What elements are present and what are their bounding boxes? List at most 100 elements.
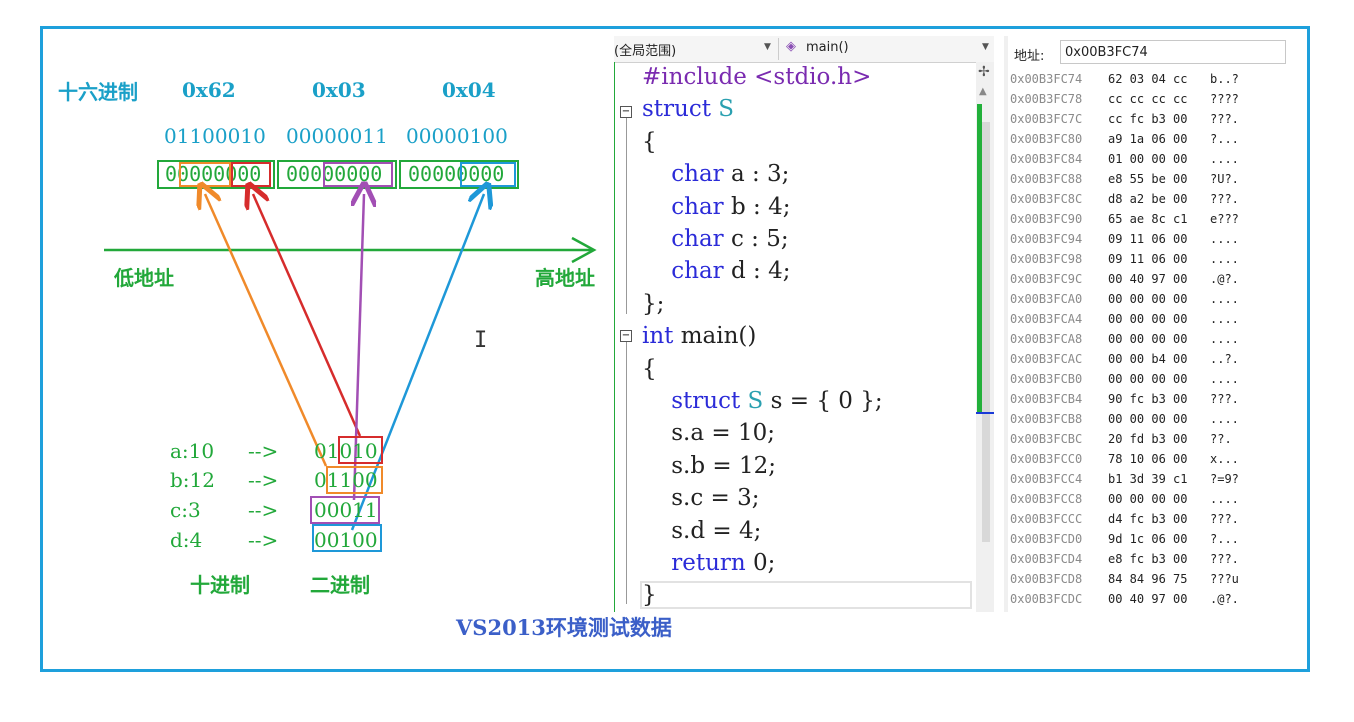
memory-row[interactable]: 0x00B3FC90 65 ae 8c c1 e??? xyxy=(1010,212,1286,230)
code-token: #include xyxy=(642,64,755,90)
code-line[interactable]: #include <stdio.h> xyxy=(642,64,871,90)
caret-position-marker xyxy=(976,412,994,414)
code-line[interactable]: struct S s = { 0 }; xyxy=(642,388,883,414)
binary-value-0: 01100010 xyxy=(164,124,266,148)
code-token: 0; xyxy=(753,550,776,576)
memory-row-bytes: 00 00 00 00 xyxy=(1108,492,1188,506)
scroll-up-arrow-icon[interactable]: ▲ xyxy=(979,86,987,97)
memory-row-ascii: ?... xyxy=(1210,132,1239,146)
collapse-struct-icon[interactable]: − xyxy=(620,106,632,118)
text-cursor-icon: I xyxy=(474,328,488,353)
code-line[interactable]: s.c = 3; xyxy=(642,485,759,511)
memory-row-bytes: 65 ae 8c c1 xyxy=(1108,212,1188,226)
split-handle-icon[interactable]: ✢ xyxy=(978,64,990,80)
memory-row-bytes: 00 40 97 00 xyxy=(1108,592,1188,606)
memory-row-ascii: .... xyxy=(1210,252,1239,266)
code-line[interactable]: return 0; xyxy=(642,550,775,576)
code-line[interactable]: { xyxy=(642,129,657,155)
code-line[interactable]: s.a = 10; xyxy=(642,420,775,446)
field-d-bits: 00100 xyxy=(314,528,378,552)
memory-row-ascii: ?=9? xyxy=(1210,472,1239,486)
scope-dropdown[interactable]: (全局范围) xyxy=(614,40,774,59)
collapse-main-icon[interactable]: − xyxy=(620,330,632,342)
address-axis-arrowhead xyxy=(571,236,597,264)
code-token: { xyxy=(642,355,657,382)
change-tracking-bar xyxy=(977,104,982,412)
memory-row-ascii: ???? xyxy=(1210,92,1239,106)
memory-row-ascii: .... xyxy=(1210,232,1239,246)
code-line[interactable]: char a : 3; xyxy=(642,161,789,187)
code-token: s = { 0 }; xyxy=(770,388,883,414)
hex-value-0: 0x62 xyxy=(182,78,236,102)
arrow-d xyxy=(350,194,484,531)
memory-row-ascii: e??? xyxy=(1210,212,1239,226)
memory-row-address: 0x00B3FC94 xyxy=(1010,232,1083,246)
arrow-c xyxy=(354,194,364,501)
high-address-label: 高地址 xyxy=(535,266,595,290)
code-line[interactable]: char b : 4; xyxy=(642,194,790,220)
code-line[interactable]: struct S xyxy=(642,96,734,122)
memory-row-ascii: ???. xyxy=(1210,112,1239,126)
function-chevron-down-icon[interactable]: ▼ xyxy=(982,42,989,52)
address-input[interactable] xyxy=(1060,40,1286,64)
memory-row-address: 0x00B3FCA4 xyxy=(1010,312,1083,326)
hex-value-2: 0x04 xyxy=(442,78,496,102)
scope-chevron-down-icon[interactable]: ▼ xyxy=(764,42,771,52)
code-token: char xyxy=(642,193,731,220)
code-line[interactable]: s.b = 12; xyxy=(642,453,776,479)
memory-row-address: 0x00B3FCAC xyxy=(1010,352,1083,366)
memory-splitter[interactable] xyxy=(1004,36,1008,612)
code-line[interactable]: } xyxy=(642,582,657,608)
byte-box-2 xyxy=(399,160,519,189)
memory-row-address: 0x00B3FC90 xyxy=(1010,212,1083,226)
code-token: S xyxy=(747,388,771,414)
memory-row-address: 0x00B3FC8C xyxy=(1010,192,1083,206)
low-address-label: 低地址 xyxy=(114,266,174,290)
function-dropdown[interactable]: main() xyxy=(806,40,849,55)
memory-row-address: 0x00B3FCD4 xyxy=(1010,552,1083,566)
field-a-bits-box xyxy=(338,436,383,464)
field-b-bits-box xyxy=(326,466,383,494)
code-line[interactable]: }; xyxy=(642,291,664,317)
memory-row-ascii: ?... xyxy=(1210,532,1239,546)
scrollbar-thumb[interactable] xyxy=(982,122,990,542)
diagram-frame xyxy=(40,26,1310,672)
editor-scrollbar[interactable]: ✢ ▲ xyxy=(976,62,994,612)
code-token: }; xyxy=(642,290,665,317)
code-line[interactable]: { xyxy=(642,356,657,382)
memory-row-address: 0x00B3FC84 xyxy=(1010,152,1083,166)
code-line[interactable]: char c : 5; xyxy=(642,226,788,252)
field-c-bits-box xyxy=(310,496,380,524)
field-b-name: b:12 xyxy=(170,468,215,492)
byte-box-1 xyxy=(277,160,397,189)
code-line[interactable]: s.d = 4; xyxy=(642,518,761,544)
code-line[interactable]: char d : 4; xyxy=(642,258,790,284)
code-line[interactable]: int main() xyxy=(642,323,756,349)
